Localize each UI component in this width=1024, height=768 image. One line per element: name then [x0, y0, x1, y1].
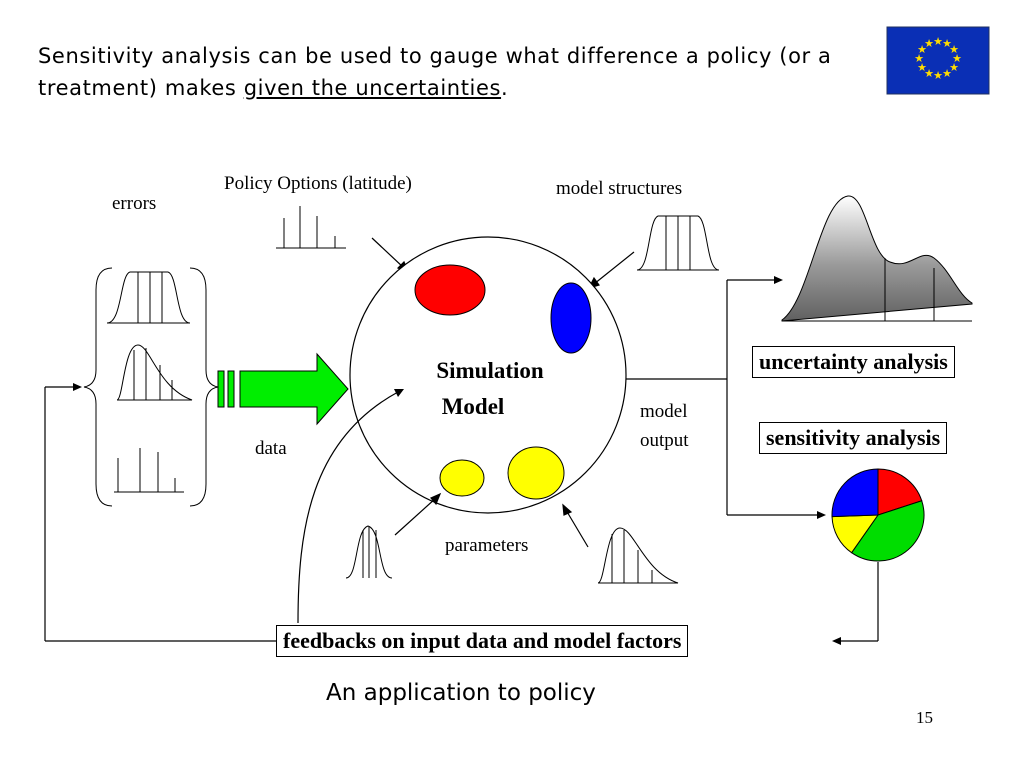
- svg-text:★: ★: [933, 35, 943, 48]
- model-output-label-line2: output: [640, 430, 689, 451]
- uncertainty-analysis-box: uncertainty analysis: [752, 346, 955, 378]
- parameters-distribution-left: [345, 525, 393, 579]
- error-distribution-uniform: [106, 271, 191, 324]
- page-number: 15: [916, 708, 933, 727]
- simulation-label-line1: Simulation: [436, 358, 544, 383]
- simulation-label-line2: Model: [441, 394, 505, 419]
- title-text: Sensitivity analysis can be used to gaug…: [38, 44, 832, 100]
- policy-options-label: Policy Options (latitude): [224, 173, 412, 194]
- yellow-ellipse-large: [507, 446, 565, 500]
- parameters-arrow-left: [394, 492, 442, 536]
- uncertainty-distribution: [781, 195, 973, 322]
- svg-text:★: ★: [933, 69, 943, 82]
- model-structures-arrow: [587, 251, 635, 289]
- model-structures-label: model structures: [556, 178, 683, 199]
- red-ellipse: [414, 264, 486, 316]
- feedback-connector: [44, 386, 879, 642]
- svg-text:★: ★: [949, 61, 959, 74]
- slide-title: Sensitivity analysis can be used to gaug…: [38, 40, 858, 104]
- model-output-connector: [626, 279, 822, 516]
- uncertainty-arrow-head: [774, 276, 783, 284]
- pie-wedge: [831, 468, 879, 518]
- parameters-distribution-right: [597, 527, 679, 584]
- model-output-label-line1: model: [640, 401, 688, 422]
- errors-label: errors: [112, 193, 157, 214]
- parameters-label: parameters: [445, 535, 529, 556]
- errors-bracket: [83, 267, 219, 507]
- svg-text:★: ★: [924, 37, 934, 50]
- title-period: .: [501, 76, 509, 100]
- svg-text:★: ★: [924, 67, 934, 80]
- svg-text:★: ★: [914, 52, 924, 65]
- simulation-model-label: Simulation Model: [420, 353, 560, 425]
- pie-wedge: [877, 468, 923, 516]
- errors-arrow-head: [73, 383, 82, 391]
- blue-ellipse: [550, 282, 592, 354]
- model-structures-distribution: [636, 215, 720, 271]
- parameters-arrow-right: [562, 503, 589, 548]
- sensitivity-pie-icon: [831, 468, 925, 562]
- title-underlined-text: given the uncertainties: [243, 76, 502, 100]
- eu-flag-icon: ★★★ ★★★ ★★★ ★★★: [886, 26, 990, 95]
- yellow-ellipse-small: [439, 459, 485, 497]
- svg-text:★: ★: [917, 61, 927, 74]
- feedback-arrow-head: [832, 637, 841, 645]
- svg-text:★: ★: [942, 67, 952, 80]
- sensitivity-arrow-head: [817, 511, 826, 519]
- error-distribution-discrete: [114, 448, 184, 493]
- sensitivity-analysis-box: sensitivity analysis: [759, 422, 948, 454]
- pie-wedge: [850, 500, 925, 562]
- model-feedback-arrow-head: [394, 389, 404, 397]
- svg-text:★: ★: [942, 37, 952, 50]
- svg-text:★: ★: [952, 52, 962, 65]
- svg-text:★: ★: [949, 43, 959, 56]
- error-distribution-skewed: [116, 344, 193, 401]
- policy-options-distribution: [276, 206, 346, 249]
- slide-caption: An application to policy: [326, 680, 596, 706]
- data-label: data: [255, 438, 287, 459]
- feedback-box: feedbacks on input data and model factor…: [276, 625, 689, 657]
- data-arrow: [217, 352, 349, 426]
- svg-text:★: ★: [917, 43, 927, 56]
